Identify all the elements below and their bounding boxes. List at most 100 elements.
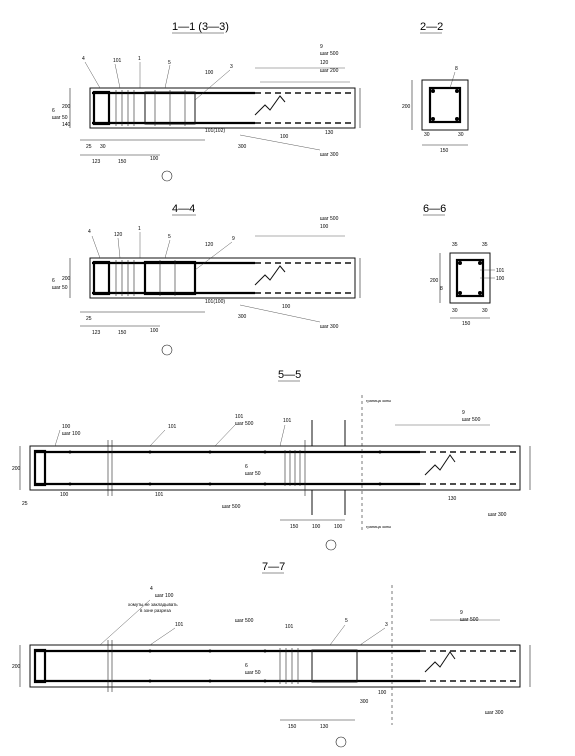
dimension-label: шаг 500 <box>320 51 339 57</box>
dimension-label: 1 <box>138 56 141 62</box>
dimension-label: в зоне разреза <box>140 608 171 613</box>
dimension-label: 100 <box>280 134 289 140</box>
dimension-label: 101 <box>113 58 122 64</box>
dimension-label: граница зоны <box>366 398 391 403</box>
dimension-label: 6 <box>52 108 55 114</box>
dimension-label: 101(100) <box>205 299 225 305</box>
dimension-label: шаг 300 <box>485 710 504 716</box>
dimension-label: 35 <box>482 242 488 248</box>
dimension-label: 9 <box>320 44 323 50</box>
dimension-label: 140 <box>62 122 71 128</box>
dimension-label: шаг 100 <box>155 593 174 599</box>
dimension-label: 30 <box>424 132 430 138</box>
dimension-label: 3 <box>385 622 388 628</box>
dimension-label: 30 <box>458 132 464 138</box>
dimension-label: 150 <box>440 148 449 154</box>
dimension-label: 101 <box>285 624 294 630</box>
dimension-label: шаг 50 <box>52 115 68 121</box>
section-title-5-5: 5—5 <box>278 369 301 381</box>
dimension-label: шаг 500 <box>235 618 254 624</box>
dimension-label: шаг 300 <box>488 512 507 518</box>
dimension-label: 6 <box>245 663 248 669</box>
section-6-6: 6—6 35 35 8 101 100 200 30 150 30 <box>423 203 505 327</box>
dimension-label: шаг 500 <box>462 417 481 423</box>
dimension-label: 101 <box>283 418 292 424</box>
dimension-label: 100 <box>60 492 69 498</box>
dimension-label: шаг 500 <box>235 421 254 427</box>
dimension-label: 120 <box>114 232 123 238</box>
dimension-label: 300 <box>238 314 247 320</box>
dimension-label: 4 <box>88 229 91 235</box>
dimension-label: 150 <box>462 321 471 327</box>
dimension-label: 123 <box>92 159 101 165</box>
dimension-label: шаг 500 <box>320 216 339 222</box>
dimension-label: 200 <box>12 466 21 472</box>
dimension-label: шаг 300 <box>320 152 339 158</box>
dimension-label: 100 <box>334 524 343 530</box>
section-title-6-6: 6—6 <box>423 203 446 215</box>
dimension-label: 101 <box>496 268 505 274</box>
dimension-label: 100 <box>312 524 321 530</box>
dimension-label: 200 <box>12 664 21 670</box>
section-title-1-1: 1—1 (3—3) <box>172 21 229 33</box>
dimension-label: 8 <box>455 66 458 72</box>
dimension-label: 100 <box>282 304 291 310</box>
dimension-label: 4 <box>150 586 153 592</box>
dimension-label: 120 <box>320 60 329 66</box>
dimension-label: 5 <box>168 60 171 66</box>
dimension-label: шаг 500 <box>460 617 479 623</box>
section-2-2: 2—2 8 200 30 150 30 <box>402 21 469 154</box>
dimension-label: 9 <box>460 610 463 616</box>
section-title-7-7: 7—7 <box>262 561 285 573</box>
dimension-label: хомуты не закладывать <box>128 602 178 607</box>
dimension-label: шаг 50 <box>245 471 261 477</box>
dimension-label: 1 <box>138 226 141 232</box>
dimension-label: 9 <box>232 236 235 242</box>
dimension-label: 30 <box>482 308 488 314</box>
dimension-label: 300 <box>238 144 247 150</box>
dimension-label: 150 <box>118 330 127 336</box>
dimension-label: 25 <box>86 316 92 322</box>
dimension-label: 101 <box>175 622 184 628</box>
dimension-label: 300 <box>360 699 369 705</box>
dimension-label: 35 <box>452 242 458 248</box>
section-title-2-2: 2—2 <box>420 21 443 33</box>
dimension-label: 101 <box>168 424 177 430</box>
dimension-label: шаг 50 <box>52 285 68 291</box>
dimension-label: 25 <box>22 501 28 507</box>
dimension-label: 200 <box>430 278 439 284</box>
dimension-label: 101 <box>235 414 244 420</box>
beam-outline <box>89 87 356 129</box>
dimension-label: 5 <box>168 234 171 240</box>
dimension-label: 8 <box>440 286 443 292</box>
dimension-label: 200 <box>62 104 71 110</box>
dimension-label: 100 <box>205 70 214 76</box>
dimension-label: 130 <box>320 724 329 730</box>
dimension-label: шаг 50 <box>245 670 261 676</box>
dimension-label: 4 <box>82 56 85 62</box>
dimension-label: шаг 300 <box>320 324 339 330</box>
dimension-label: 150 <box>288 724 297 730</box>
section-5-5: 5—5 <box>12 369 531 551</box>
dimension-label: 30 <box>100 144 106 150</box>
dimension-label: 6 <box>52 278 55 284</box>
dimension-label: 9 <box>462 410 465 416</box>
dimension-label: 123 <box>92 330 101 336</box>
dimension-label: шаг 100 <box>62 431 81 437</box>
dimension-label: граница зоны <box>366 524 391 529</box>
dimension-label: 130 <box>448 496 457 502</box>
dimension-label: шаг 500 <box>222 504 241 510</box>
dimension-label: 200 <box>62 276 71 282</box>
dimension-label: 101(102) <box>205 128 225 134</box>
dimension-label: 100 <box>62 424 71 430</box>
dimension-label: 25 <box>86 144 92 150</box>
dimension-label: 150 <box>118 159 127 165</box>
section-title-4-4: 4—4 <box>172 203 195 215</box>
section-7-7: 7—7 4 шаг 100 101 шаг 500 101 6 <box>12 561 531 748</box>
dimension-label: 101 <box>155 492 164 498</box>
dimension-label: 130 <box>325 130 334 136</box>
dimension-label: 3 <box>230 64 233 70</box>
section-4-4: 4—4 4 120 1 5 120 9 шаг 500 100 <box>52 203 361 356</box>
dimension-label: 100 <box>378 690 387 696</box>
